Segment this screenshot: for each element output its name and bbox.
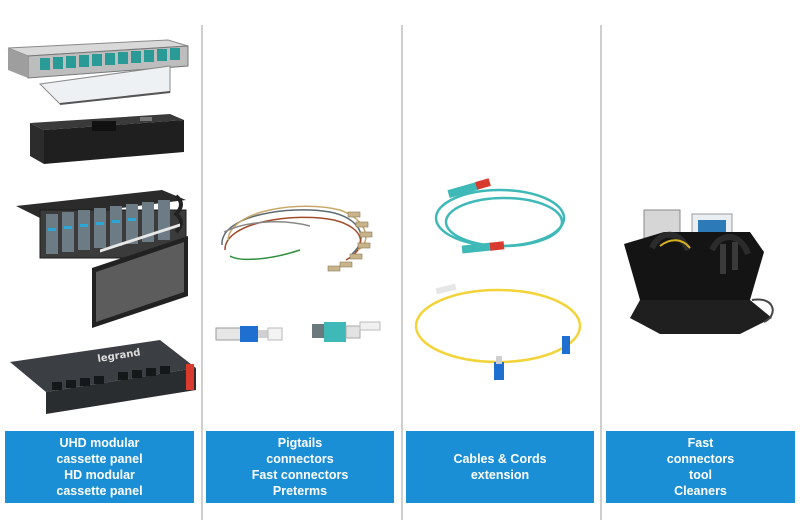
label-line: Preterms: [272, 484, 328, 498]
column-tools: Fast connectors tool Cleaners: [600, 0, 800, 525]
pigtail-connectors: [327, 211, 373, 272]
label-pigtails: Pigtails connectors Fast connectors Pret…: [206, 431, 394, 503]
label-cables: Cables & Cords extension: [406, 431, 594, 503]
column-panels: legrand UHD modular cassette panel HD mo…: [0, 0, 200, 525]
fast-connector-2: [312, 321, 381, 342]
label-line: extension: [470, 468, 530, 482]
pigtail-bundle: [221, 205, 367, 261]
column-divider: [201, 25, 203, 520]
label-tools: Fast connectors tool Cleaners: [606, 431, 795, 503]
column-pigtails: Pigtails connectors Fast connectors Pret…: [200, 0, 400, 525]
label-line: HD modular: [64, 468, 135, 482]
tool-bag: [624, 209, 774, 334]
label-line: connectors: [666, 452, 735, 466]
yellow-patch-cord: [414, 283, 582, 380]
hd-modular-rack: [16, 190, 188, 328]
uhd-cassette-panel: [7, 39, 189, 105]
label-line: Cleaners: [674, 484, 727, 498]
fast-connector-1: [215, 326, 283, 342]
label-line: cassette panel: [56, 484, 143, 498]
legrand-panel: legrand: [10, 340, 196, 414]
fiber-pigtail-image: [215, 205, 381, 342]
label-line: Pigtails: [277, 436, 323, 450]
column-cables: Cables & Cords extension: [400, 0, 600, 525]
column-divider: [401, 25, 403, 520]
label-line: Fast connectors: [251, 468, 349, 482]
label-line: cassette panel: [56, 452, 143, 466]
patch-panel-image: legrand: [7, 39, 196, 414]
label-panels: UHD modular cassette panel HD modular ca…: [5, 431, 194, 503]
fiber-cord-image: [414, 178, 582, 380]
aqua-patch-cord: [434, 178, 566, 254]
label-line: UHD modular: [59, 436, 140, 450]
hd-tray-panel: [30, 114, 184, 164]
label-line: tool: [689, 468, 712, 482]
column-divider: [600, 25, 602, 520]
label-line: Cables & Cords: [453, 452, 547, 466]
tool-bag-image: [624, 209, 774, 334]
label-line: connectors: [266, 452, 334, 466]
label-line: Fast: [687, 436, 714, 450]
